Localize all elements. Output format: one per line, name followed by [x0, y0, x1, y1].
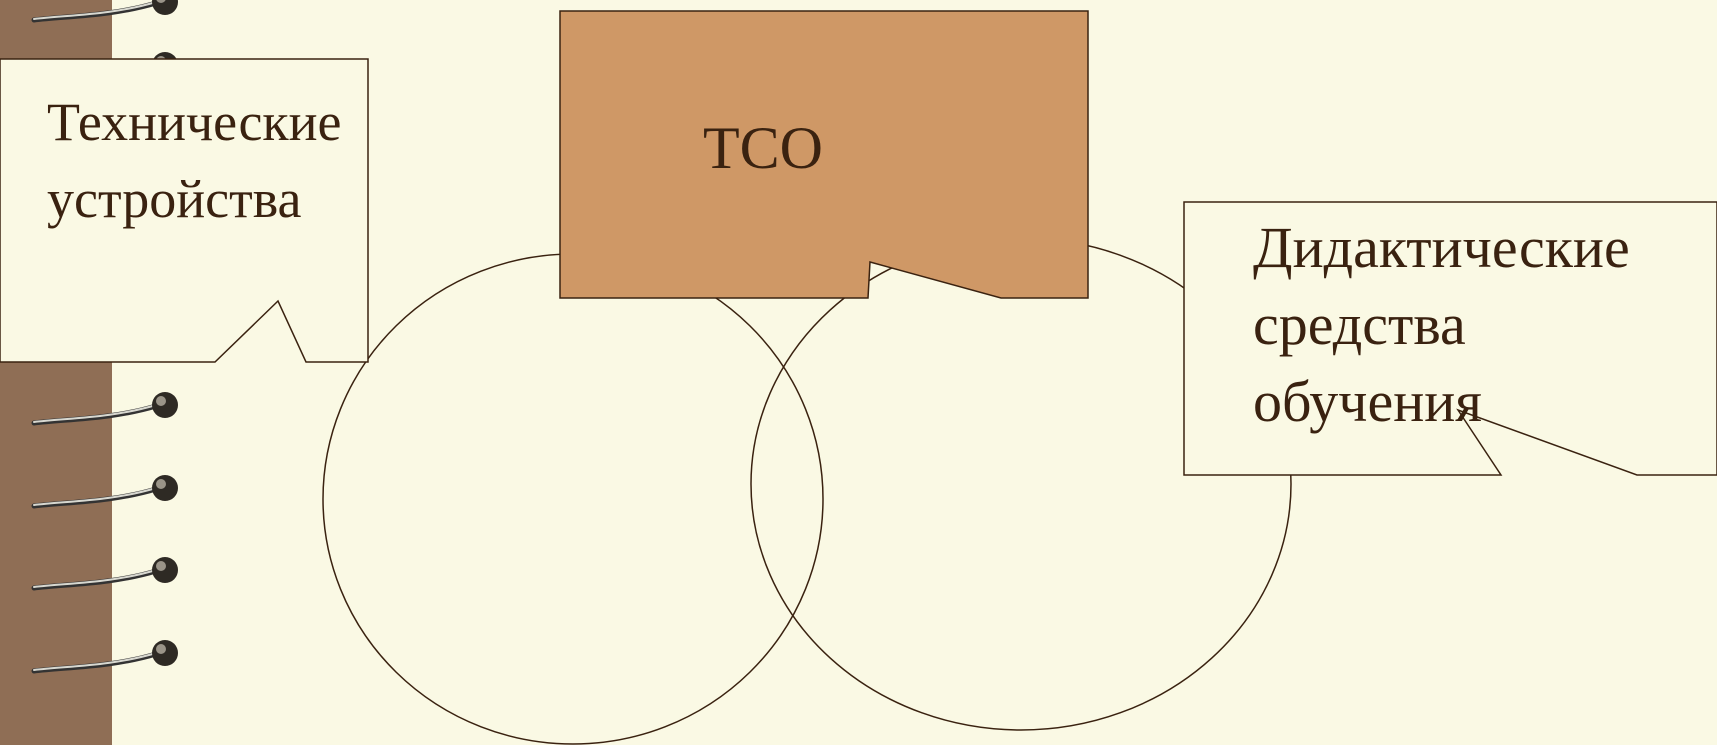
- callout-tso-text: ТСО: [703, 113, 823, 183]
- callout-tso-box: [559, 10, 1089, 299]
- spiral-binding-ring-icon: [31, 0, 178, 23]
- spiral-binding-ring-icon: [31, 640, 178, 674]
- callout-technical-devices-text: Технические устройства: [47, 84, 342, 238]
- spiral-binding-ring-icon: [31, 392, 178, 426]
- spiral-binding-ring-icon: [31, 475, 178, 509]
- spiral-binding-ring-icon: [31, 557, 178, 591]
- callout-line: Дидактические: [1253, 215, 1630, 280]
- callout-didactic-means-box: [1183, 201, 1717, 476]
- callout-line: средства: [1253, 292, 1466, 357]
- venn-left-circle: [322, 253, 824, 745]
- callout-line: Технические: [47, 92, 342, 152]
- callout-technical-devices-box: [0, 58, 369, 363]
- callout-line: устройства: [47, 169, 302, 229]
- callout-didactic-means-text: Дидактические средства обучения: [1253, 209, 1630, 440]
- callout-line: ТСО: [703, 115, 823, 181]
- callout-line: обучения: [1253, 369, 1482, 434]
